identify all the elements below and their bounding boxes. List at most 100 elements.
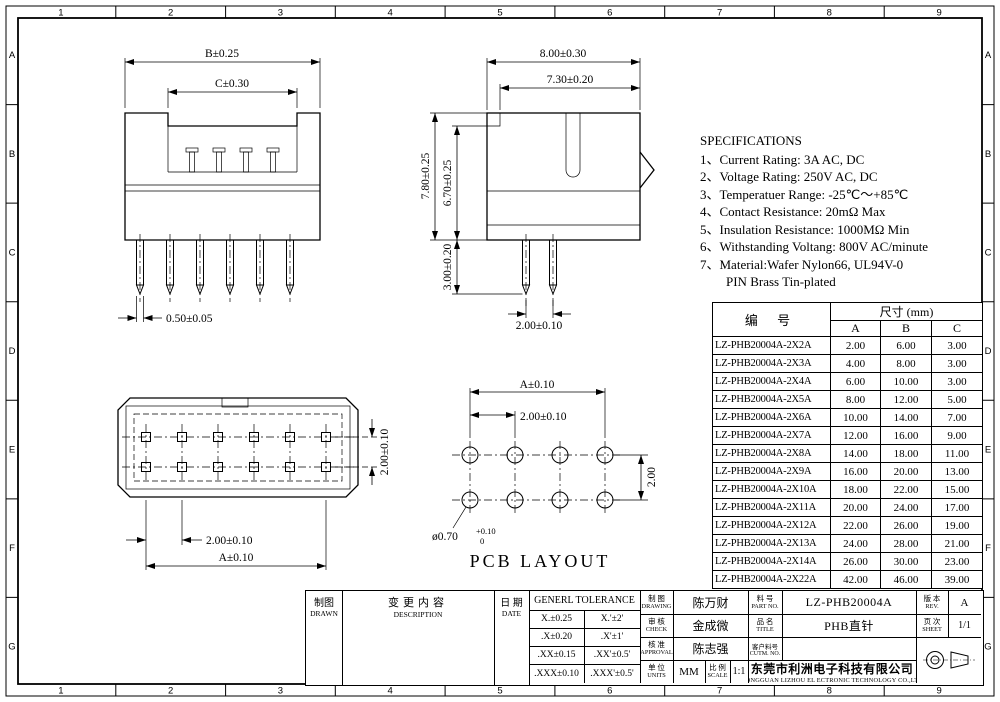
dim-side-width2: 7.30±0.20 bbox=[547, 74, 594, 86]
frame-row-label: B bbox=[9, 149, 15, 160]
scale-label-cn: 比 例 bbox=[709, 663, 726, 672]
part-no-cell: LZ-PHB20004A-2X12A bbox=[712, 516, 831, 535]
part-no-cell: LZ-PHB20004A-2X14A bbox=[712, 552, 831, 571]
dim-c-cell: 11.00 bbox=[930, 444, 984, 463]
dim-pcb-pitch: 2.00±0.10 bbox=[520, 411, 567, 423]
dim-c-cell: 17.00 bbox=[930, 498, 984, 517]
tolerance-cell: .X'±1' bbox=[584, 628, 641, 647]
dim-b-cell: 24.00 bbox=[880, 498, 932, 517]
dim-top-col-pitch: 2.00±0.10 bbox=[206, 535, 253, 547]
dim-a-cell: 2.00 bbox=[830, 336, 881, 355]
dim-a-cell: 6.00 bbox=[830, 372, 881, 391]
pcb-layout-view: A±0.10 2.00±0.10 2.00 ø0.70 +0.10 0 PCB … bbox=[432, 379, 658, 571]
dim-side-width: 8.00±0.30 bbox=[540, 48, 587, 60]
size-table-col-c: C bbox=[930, 320, 984, 337]
pcb-layout-title: PCB LAYOUT bbox=[470, 551, 611, 571]
title-label-en: TITLE bbox=[756, 626, 774, 633]
approval-name: 陈志强 bbox=[692, 642, 729, 656]
tolerance-title: GENERL TOLERANCE bbox=[534, 595, 635, 606]
part-no-cell: LZ-PHB20004A-2X6A bbox=[712, 408, 831, 427]
description-label-cn: 变更内容 bbox=[388, 597, 448, 609]
frame-col-label: 5 bbox=[497, 686, 502, 697]
check-label-en: CHECK bbox=[645, 626, 668, 633]
check-label-cell: 审 核 CHECK bbox=[640, 614, 674, 638]
date-header-cell: 日 期 DATE bbox=[494, 591, 530, 686]
drawn-label-cn: 制图 bbox=[314, 598, 334, 609]
dim-front-pin-width: 0.50±0.05 bbox=[166, 313, 213, 325]
part-no-cell: LZ-PHB20004A-2X9A bbox=[712, 462, 831, 481]
description-header-cell: 变更内容 DESCRIPTION bbox=[342, 591, 495, 686]
tolerance-value: .XX'±0.5' bbox=[593, 650, 631, 660]
company-cell: 东莞市利洲电子科技有限公司 DONGGUAN LIZHOU EL ECTRONI… bbox=[748, 660, 917, 683]
frame-col-label: 4 bbox=[388, 8, 393, 19]
part-no-label-cn: 料 号 bbox=[756, 594, 774, 603]
tolerance-value: .XXX±0.10 bbox=[534, 668, 579, 679]
dim-c-cell: 39.00 bbox=[930, 570, 984, 589]
part-no-label-en: PART NO. bbox=[751, 603, 779, 610]
tolerance-cell: X.'±2' bbox=[584, 610, 641, 629]
frame-row-label: D bbox=[985, 346, 992, 357]
dim-pcb-row: 2.00 bbox=[646, 467, 658, 487]
dim-c-cell: 19.00 bbox=[930, 516, 984, 535]
dim-pcb-a: A±0.10 bbox=[520, 379, 555, 391]
drawing-label-cn: 制 图 bbox=[648, 594, 665, 603]
frame-row-label: G bbox=[8, 642, 15, 653]
dim-b-cell: 30.00 bbox=[880, 552, 932, 571]
drawn-header-cell: 制图 DRAWN bbox=[306, 591, 343, 686]
pcb-hole-diameter: ø0.70 bbox=[432, 531, 458, 543]
tolerance-title-cell: GENERL TOLERANCE bbox=[529, 591, 641, 611]
frame-col-label: 9 bbox=[936, 8, 941, 19]
frame-row-label: A bbox=[985, 50, 992, 61]
scale-value: 1:1 bbox=[732, 666, 746, 677]
frame-col-label: 8 bbox=[827, 8, 832, 19]
sheet-value: 1/1 bbox=[958, 620, 971, 631]
pcb-hole-tol-plus: +0.10 bbox=[476, 526, 496, 536]
tolerance-value: .X±0.20 bbox=[540, 632, 573, 642]
front-pins bbox=[135, 239, 295, 296]
pcb-holes bbox=[461, 446, 614, 509]
tolerance-cell: .XXX'±0.5' bbox=[584, 664, 641, 683]
custom-no-value-cell bbox=[782, 637, 917, 661]
title-label-cn: 品 名 bbox=[756, 617, 774, 626]
dim-c-cell: 21.00 bbox=[930, 534, 984, 553]
dim-a-cell: 22.00 bbox=[830, 516, 881, 535]
size-table-size-header: 尺寸 (mm) bbox=[829, 302, 984, 321]
units-label-cn: 单 位 bbox=[648, 663, 665, 672]
part-no-cell: LZ-PHB20004A-2X11A bbox=[712, 498, 831, 517]
frame-row-label: F bbox=[985, 543, 991, 554]
dim-a-cell: 42.00 bbox=[830, 570, 881, 589]
dim-b-cell: 8.00 bbox=[880, 354, 932, 373]
spec-item: 6、Withstanding Voltang: 800V AC/minute bbox=[700, 239, 929, 254]
part-no-cell: LZ-PHB20004A-2X13A bbox=[712, 534, 831, 553]
dim-a-cell: 12.00 bbox=[830, 426, 881, 445]
spec-item: 3、Temperatuer Range: -25℃～+85℃ bbox=[700, 186, 909, 202]
rev-label-en: REV. bbox=[925, 603, 939, 610]
dim-c-cell: 3.00 bbox=[930, 336, 984, 355]
frame-col-label: 6 bbox=[607, 686, 612, 697]
frame-row-label: A bbox=[9, 50, 16, 61]
approval-label-cn: 核 准 bbox=[648, 640, 665, 649]
pcb-hole-tol-minus: 0 bbox=[480, 536, 484, 546]
dim-c-cell: 3.00 bbox=[930, 372, 984, 391]
custom-no-label-cn: 客户料号 bbox=[752, 643, 778, 651]
frame-row-label: D bbox=[9, 346, 16, 357]
frame-col-label: 6 bbox=[607, 8, 612, 19]
dim-b-cell: 6.00 bbox=[880, 336, 932, 355]
part-no-cell: LZ-PHB20004A-2X10A bbox=[712, 480, 831, 499]
dim-top-a: A±0.10 bbox=[219, 552, 254, 564]
custom-no-label-en: CUTM. NO. bbox=[749, 650, 781, 657]
drawing-name: 陈万财 bbox=[692, 596, 729, 610]
tolerance-value: .XXX'±0.5' bbox=[590, 668, 634, 679]
dim-a-cell: 16.00 bbox=[830, 462, 881, 481]
dim-c-cell: 7.00 bbox=[930, 408, 984, 427]
approval-label-en: APPROVAL bbox=[640, 649, 673, 656]
check-label-cn: 审 核 bbox=[648, 617, 665, 626]
dim-c-cell: 13.00 bbox=[930, 462, 984, 481]
